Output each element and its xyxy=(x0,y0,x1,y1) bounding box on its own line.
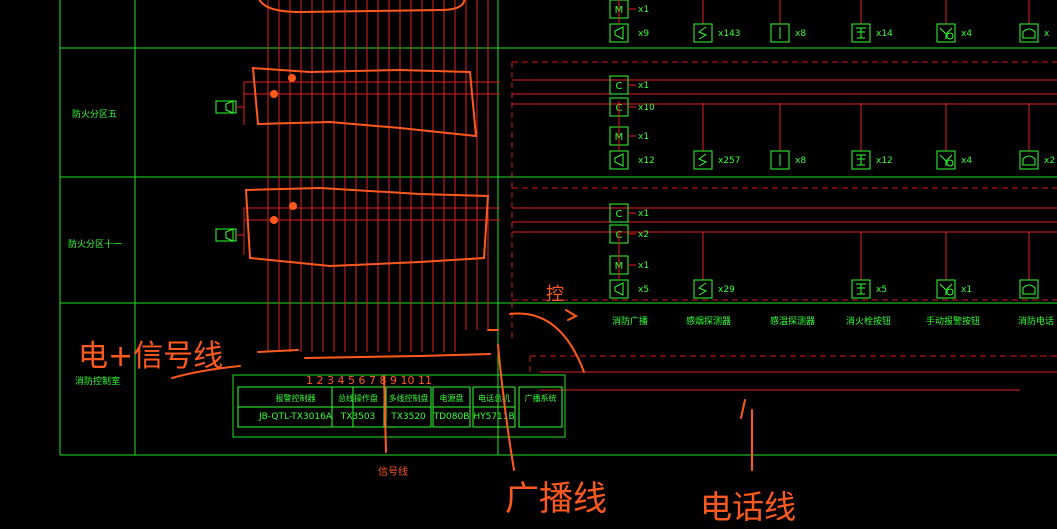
annotation-control: 控 xyxy=(546,284,564,305)
device-count: x12 xyxy=(876,156,893,166)
dashed-bus-lines xyxy=(511,61,1057,375)
equipment-name: 多线控制盘 xyxy=(389,393,429,403)
equipment-name: 报警控制器 xyxy=(276,393,316,403)
equipment-name: 广播系统 xyxy=(525,393,557,403)
manual-alarm-icon xyxy=(936,150,956,170)
device-count: x12 xyxy=(638,156,655,166)
hydrant-button-icon xyxy=(851,150,871,170)
zone-label-eleven: 防火分区十一 xyxy=(68,238,122,250)
solid-bus-lines xyxy=(512,79,1057,391)
device-count: x29 xyxy=(718,285,735,295)
annotation-power-signal-line: 电+信号线 xyxy=(78,339,223,374)
equipment-model: TX3503 xyxy=(340,412,376,422)
manual-alarm-icon xyxy=(936,23,956,43)
device-count: x8 xyxy=(795,156,806,166)
device-legend: 消防广播 感烟探测器 感温探测器 消火栓按钮 手动报警按钮 消防电话 xyxy=(612,315,1054,327)
zone-label-control-room: 消防控制室 xyxy=(75,375,120,387)
zone-table-frame xyxy=(59,0,1057,456)
telephone-icon xyxy=(1019,150,1039,170)
svg-text:C: C xyxy=(616,209,623,220)
manual-alarm-icon xyxy=(936,279,956,299)
heat-detector-icon xyxy=(770,150,790,170)
device-row-zone-eleven: Cx1Cx2Mx1x5x29x5x1 xyxy=(609,203,1039,299)
zone-label-five: 防火分区五 xyxy=(72,108,117,120)
device-count: x5 xyxy=(638,285,649,295)
smoke-detector-icon xyxy=(693,150,713,170)
equipment-cell: 广播系统 xyxy=(518,386,563,428)
legend-label: 消防电话 xyxy=(1018,315,1054,327)
device-count: x4 xyxy=(961,29,972,39)
heat-detector-icon xyxy=(770,23,790,43)
device-count: x10 xyxy=(638,103,655,113)
device-count: x2 xyxy=(1044,156,1055,166)
device-row-zone-five: Cx1Cx10Mx1x12x257x8x12x4x2 xyxy=(609,75,1055,170)
legend-label: 感温探测器 xyxy=(770,315,815,327)
equipment-name: 电源盘 xyxy=(440,393,464,403)
device-count: x xyxy=(1044,29,1050,39)
equipment-cell: 电源盘 TD080B xyxy=(432,386,471,428)
device-count: x2 xyxy=(638,230,649,240)
device-count: x1 xyxy=(961,285,972,295)
legend-label: 手动报警按钮 xyxy=(926,315,980,327)
device-count: x8 xyxy=(795,29,806,39)
device-count: x1 xyxy=(638,209,649,219)
device-rows: Mx1x9x143x8x14x4xCx1Cx10Mx1x12x257x8x12x… xyxy=(609,0,1055,299)
bus-wires xyxy=(267,0,489,352)
device-count: x1 xyxy=(638,81,649,91)
hand-annotations xyxy=(171,0,753,471)
device-count: x9 xyxy=(638,29,649,39)
legend-label: 消防广播 xyxy=(612,315,648,327)
annotation-signal-line-small: 信号线 xyxy=(378,465,408,478)
equipment-name: 总线操作盘 xyxy=(338,393,378,403)
equipment-model: JB-QTL-TX3016A xyxy=(258,412,333,422)
device-count: x257 xyxy=(718,156,741,166)
device-count: x1 xyxy=(638,5,649,15)
equipment-model: TD080B xyxy=(433,412,470,422)
device-count: x5 xyxy=(876,285,887,295)
annotation-broadcast-line: 广播线 xyxy=(505,479,607,519)
legend-label: 感烟探测器 xyxy=(686,315,731,327)
telephone-icon xyxy=(1019,23,1039,43)
device-count: x14 xyxy=(876,29,893,39)
smoke-detector-icon xyxy=(693,23,713,43)
device-count: x1 xyxy=(638,132,649,142)
legend-label: 消火栓按钮 xyxy=(846,315,891,327)
equipment-name: 电话总机 xyxy=(478,393,510,403)
zone-local-wiring xyxy=(236,81,500,255)
svg-text:C: C xyxy=(616,81,623,92)
equipment-model: TX3520 xyxy=(390,412,426,422)
equipment-cell: 电话总机 HY5711B xyxy=(472,386,516,428)
smoke-detector-icon xyxy=(693,279,713,299)
device-count: x143 xyxy=(718,29,741,39)
annotation-wire-numbers: 1 2 3 4 5 6 7 8 9 10 11 xyxy=(306,374,432,387)
annotation-telephone-line: 电话线 xyxy=(700,488,796,526)
junction-dots xyxy=(270,74,297,224)
device-count: x4 xyxy=(961,156,972,166)
telephone-icon xyxy=(1019,279,1039,299)
hydrant-button-icon xyxy=(851,23,871,43)
hydrant-button-icon xyxy=(851,279,871,299)
device-count: x1 xyxy=(638,261,649,271)
equipment-cell: 多线控制盘 TX3520 xyxy=(385,386,432,428)
equipment-model: HY5711B xyxy=(473,412,514,422)
